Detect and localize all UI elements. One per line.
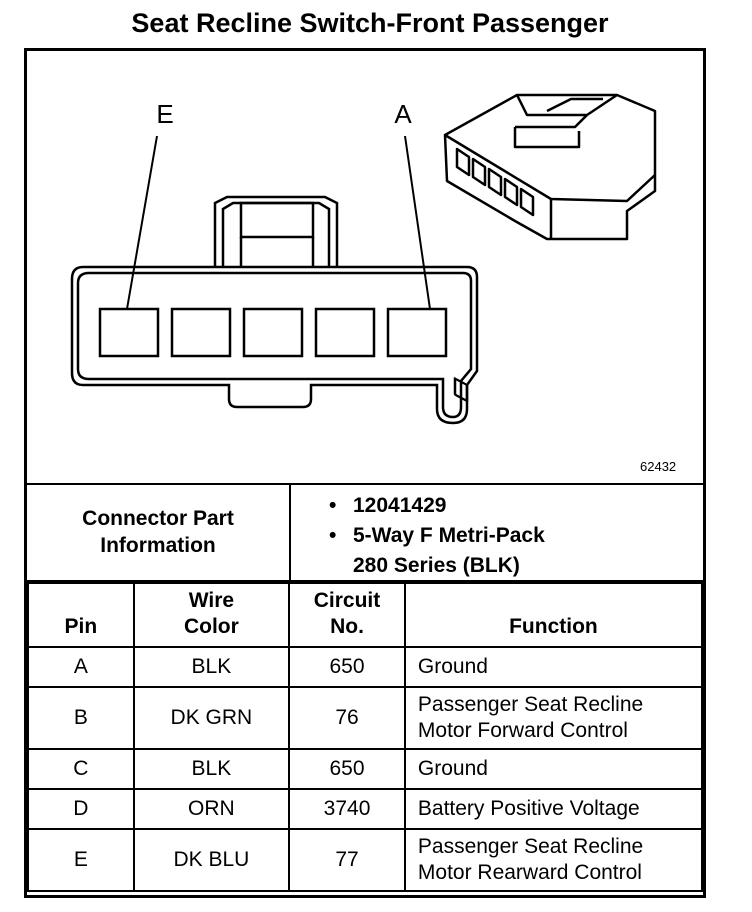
- pin-cell: C: [27, 748, 135, 790]
- pin-cell: D: [27, 788, 135, 830]
- connector-description-line2: 280 Series (BLK): [353, 554, 520, 577]
- circuit-cell: 77: [288, 828, 406, 892]
- header-circuit-line2: No.: [330, 615, 364, 638]
- pin-cavity-e: [98, 307, 160, 358]
- wire-color-cell: BLK: [132, 646, 291, 688]
- circuit-cell: 650: [288, 748, 406, 790]
- pin-cell: A: [27, 646, 135, 688]
- header-circuit: Circuit No.: [288, 582, 406, 648]
- function-line1: Battery Positive Voltage: [417, 797, 640, 820]
- header-wire-color-line2: Color: [183, 615, 239, 638]
- header-pin: Pin: [27, 582, 135, 648]
- wire-color-cell: BLK: [132, 748, 291, 790]
- function-line1: Ground: [417, 655, 488, 678]
- wire-color-cell: DK GRN: [132, 686, 291, 750]
- function-cell: Ground: [403, 748, 704, 790]
- connector-part-label: Connector Part Information: [27, 505, 289, 559]
- connector-part-info: Connector Part Information • 12041429 • 5-…: [27, 483, 703, 582]
- table-row: E DK BLU 77 Passenger Seat Recline Motor…: [27, 828, 704, 892]
- table-row: B DK GRN 76 Passenger Seat Recline Motor…: [27, 686, 704, 750]
- table-row: D ORN 3740 Battery Positive Voltage: [27, 788, 704, 830]
- header-circuit-line1: Circuit: [313, 589, 381, 612]
- wire-color-cell: ORN: [132, 788, 291, 830]
- pin-a-leader-line: [404, 135, 431, 310]
- connector-description-line1: 5-Way F Metri-Pack: [353, 524, 545, 547]
- part-number: 12041429: [353, 494, 447, 517]
- connector-isometric-view: [443, 93, 657, 403]
- pin-a-label: A: [394, 99, 412, 129]
- table-row: C BLK 650 Ground: [27, 748, 704, 790]
- table-row: A BLK 650 Ground: [27, 646, 704, 688]
- function-cell: Passenger Seat Recline Motor Forward Con…: [403, 686, 704, 750]
- circuit-cell: 76: [288, 686, 406, 750]
- bullet-icon: •: [329, 524, 337, 547]
- diagram-frame: [24, 48, 706, 898]
- pin-cell: E: [27, 828, 135, 892]
- function-line1: Passenger Seat Recline: [417, 693, 644, 716]
- figure-number: 62432: [640, 459, 677, 474]
- connector-part-label-line1: Connector Part: [82, 507, 234, 530]
- header-function: Function: [403, 582, 704, 648]
- pin-table-header: Pin Wire Color Circuit No. Function: [27, 582, 704, 648]
- function-cell: Ground: [403, 646, 704, 688]
- pin-e-leader-line: [126, 135, 158, 310]
- pin-cell: B: [27, 686, 135, 750]
- function-line1: Passenger Seat Recline: [417, 835, 644, 858]
- pin-cavity-a: [386, 307, 448, 358]
- pin-e-label: E: [156, 99, 173, 129]
- function-cell: Battery Positive Voltage: [403, 788, 704, 830]
- pin-table: Pin Wire Color Circuit No. Function A BL…: [27, 582, 704, 892]
- header-wire-color: Wire Color: [132, 582, 291, 648]
- circuit-cell: 650: [288, 646, 406, 688]
- function-line1: Ground: [417, 757, 488, 780]
- pin-cavity-c: [242, 307, 304, 358]
- wire-color-cell: DK BLU: [132, 828, 291, 892]
- connector-divider: [289, 485, 291, 580]
- bullet-icon: •: [329, 494, 337, 517]
- connector-diagram: E A: [70, 93, 657, 425]
- circuit-cell: 3740: [288, 788, 406, 830]
- page-title: Seat Recline Switch-Front Passenger: [131, 8, 609, 38]
- header-wire-color-line1: Wire: [188, 589, 235, 612]
- function-line2: Motor Rearward Control: [417, 861, 642, 884]
- pin-cavity-b: [314, 307, 376, 358]
- function-line2: Motor Forward Control: [417, 719, 628, 742]
- connector-part-label-line2: Information: [100, 534, 216, 557]
- connector-part-details: • 12041429 • 5-Way F Metri-Pack 280 Series…: [329, 491, 545, 581]
- function-cell: Passenger Seat Recline Motor Rearward Co…: [403, 828, 704, 892]
- pin-cavity-d: [170, 307, 232, 358]
